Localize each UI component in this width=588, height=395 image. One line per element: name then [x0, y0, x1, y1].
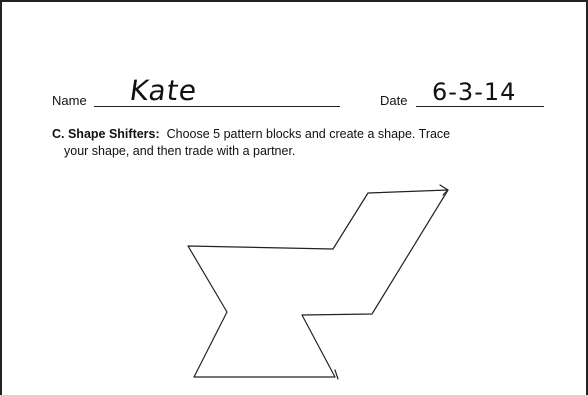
- traced-shape-path: [188, 190, 448, 377]
- traced-shape-bottom-tick: [335, 370, 338, 379]
- traced-shape-outline: [188, 185, 448, 379]
